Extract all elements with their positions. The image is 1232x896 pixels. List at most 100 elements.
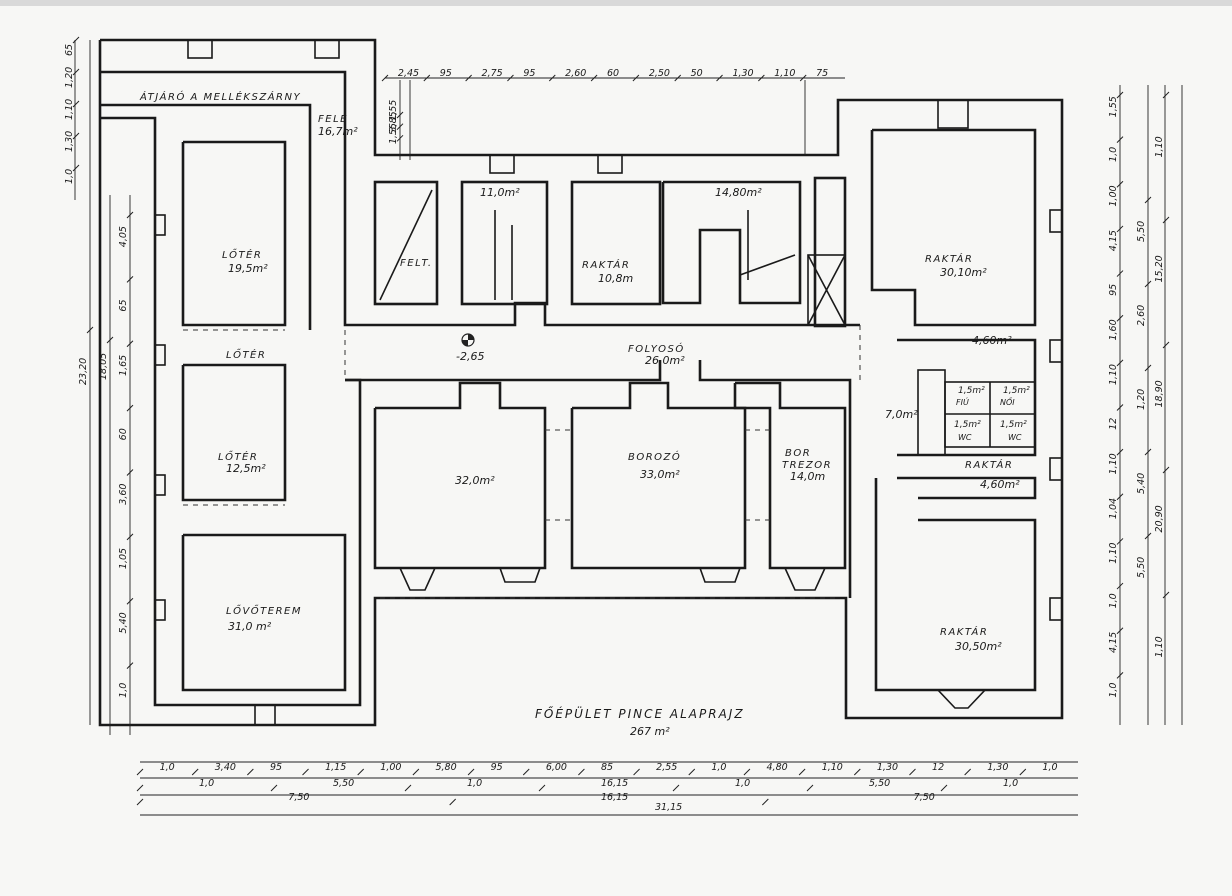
passage-area: 16,7m² (318, 125, 358, 138)
dims_top-4: 2,60 (565, 68, 586, 79)
dims_top-tick-4 (548, 74, 556, 82)
dims_left_inner-tick-2 (126, 340, 134, 348)
dims_left_inner-tick-3 (126, 404, 134, 412)
dims_top-1: 95 (440, 68, 452, 79)
dims_bottom_row1-7: 6,00 (546, 762, 567, 773)
raktar2-area: 4,60m² (980, 478, 1020, 491)
passage-label: ÁTJÁRÓ A MELLÉKSZÁRNY (139, 90, 301, 103)
dims_bottom_row3-tick-0 (136, 798, 144, 806)
dims_right_inner-tick-13 (1116, 672, 1124, 679)
dims_left_inner-3: 60 (118, 428, 129, 440)
dims_top-8: 1,30 (732, 68, 753, 79)
dims_left_outer-0: 23,20 (78, 358, 89, 385)
dims_bottom_row1-3: 1,15 (325, 762, 346, 773)
dims_bottom_row1-tick-13 (853, 768, 861, 776)
wc1-label: FIÚ (956, 396, 969, 407)
raktar3-label: RAKTÁR (940, 625, 988, 638)
dims_left_top-tick-1 (72, 68, 80, 76)
room-labels: ÁTJÁRÓ A MELLÉKSZÁRNY FELÉ 16,7m² LŐTÉR … (139, 90, 1030, 738)
dims_right_inner-tick-6 (1116, 359, 1124, 367)
dims_bottom_row1-9: 2,55 (656, 762, 677, 773)
dims_right_inner-tick-9 (1116, 493, 1124, 501)
shooting-mid-label: LŐTÉR (226, 347, 266, 361)
dims_bottom_row2-2: 1,0 (467, 778, 482, 789)
plan-title: FŐÉPÜLET PINCE ALAPRAJZ (535, 705, 745, 721)
dims_bottom_row1-16: 1,0 (1042, 762, 1057, 773)
dims_top-9: 1,10 (774, 68, 795, 79)
dims_right_mid-0: 5,50 (1136, 221, 1147, 242)
dims-bottom-total-group: 31,15 (655, 802, 682, 813)
dims_right_inner-4: 95 (1108, 284, 1119, 296)
dims_top-tick-2 (465, 74, 472, 82)
dims-bottom-total: 31,15 (655, 802, 682, 813)
side-area: 7,0m² (885, 408, 918, 421)
dims_right_inner-10: 1,10 (1108, 543, 1119, 564)
dims_bottom_row2-tick-6 (940, 784, 948, 792)
dims_bottom_row1-tick-12 (798, 768, 806, 776)
dims_left_inner-2: 1,65 (118, 355, 129, 376)
dims_top-tick-5 (590, 74, 598, 82)
dims_bottom_row2-3: 16,15 (601, 778, 628, 789)
dimension-lines (74, 40, 1183, 816)
dims_bottom_row3-tick-2 (761, 798, 769, 806)
dims_bottom_row1-tick-2 (246, 768, 254, 776)
dims_left_mid-0: 18,05 (98, 353, 109, 380)
level-marker (461, 333, 475, 347)
dims_right_inner-tick-10 (1116, 538, 1124, 545)
dims_left_inner-0: 4,05 (118, 226, 129, 247)
dims_bottom_row1-tick-3 (302, 768, 309, 776)
dims_left_inner-7: 1,0 (118, 683, 129, 698)
dims_bottom_row1-tick-5 (412, 768, 420, 776)
dims_bottom_row1-tick-4 (357, 768, 365, 776)
dims_right_inner-5: 1,60 (1108, 319, 1119, 340)
dims_bottom_row3-0: 7,50 (288, 792, 309, 803)
dims_bottom_row1-0: 1,0 (160, 762, 175, 773)
dims-inner-small: 1,553,851,55 (388, 100, 404, 144)
dims_right_inner-2: 1,00 (1108, 185, 1119, 206)
windows (154, 39, 1063, 726)
dims_top-0: 2,45 (398, 68, 419, 79)
stair1-area: 11,0m² (480, 186, 520, 199)
dims_right_mid-2: 1,20 (1136, 389, 1147, 410)
dims_right_inner-8: 1,10 (1108, 453, 1119, 474)
dims_left_top-4: 1,0 (64, 169, 75, 184)
wc3-label: WC (958, 433, 972, 442)
dims_bottom_row2-tick-5 (806, 784, 814, 792)
corridor-label: FOLYOSÓ (628, 342, 685, 355)
bor-label: BOR (785, 448, 811, 459)
dims_right_inner-13: 1,0 (1108, 683, 1119, 698)
room32-area: 32,0m² (455, 474, 495, 487)
dims_right_outer-3: 20,90 (1154, 505, 1165, 532)
dims-right-mid: 5,502,601,205,405,50 (1136, 196, 1152, 578)
dims_bottom_row1-10: 1,0 (711, 762, 726, 773)
dims_bottom_row1-6: 95 (491, 762, 503, 773)
dims_bottom_row1-2: 95 (270, 762, 282, 773)
dims_left_top-tick-2 (72, 100, 80, 108)
storage-small-label: RAKTÁR (582, 258, 630, 271)
dims_right_mid-tick-4 (1144, 532, 1152, 540)
dims_right_inner-tick-8 (1116, 448, 1124, 456)
dims_right_inner-12: 4,15 (1108, 632, 1119, 653)
dims_bottom_row1-tick-16 (1019, 768, 1027, 776)
dims_left_top-tick-4 (72, 164, 80, 172)
dims_right_outer-tick-3 (1162, 466, 1170, 474)
dims_right_mid-3: 5,40 (1136, 473, 1147, 494)
dims-left-outer: 23,20 (78, 326, 94, 385)
dims_bottom_row1-5: 5,80 (435, 762, 456, 773)
dims_right_inner-9: 1,04 (1108, 498, 1119, 519)
dims_left_inner-tick-0 (126, 211, 134, 219)
trezor-label: TREZOR (782, 460, 832, 471)
dims_left_inner-tick-6 (126, 597, 134, 605)
dims_left_top-tick-0 (72, 36, 80, 44)
raktar2-label: RAKTÁR (965, 458, 1013, 471)
shooting1-area: 19,5m² (228, 262, 268, 275)
dims_right_inner-7: 12 (1108, 418, 1119, 430)
dims_top-2: 2,75 (482, 68, 503, 79)
corridor-area: 26,0m² (645, 354, 685, 367)
dims_left_top-tick-3 (72, 132, 80, 140)
dims_right_inner-1: 1,0 (1108, 147, 1119, 162)
dims_left_inner-tick-4 (126, 469, 134, 476)
